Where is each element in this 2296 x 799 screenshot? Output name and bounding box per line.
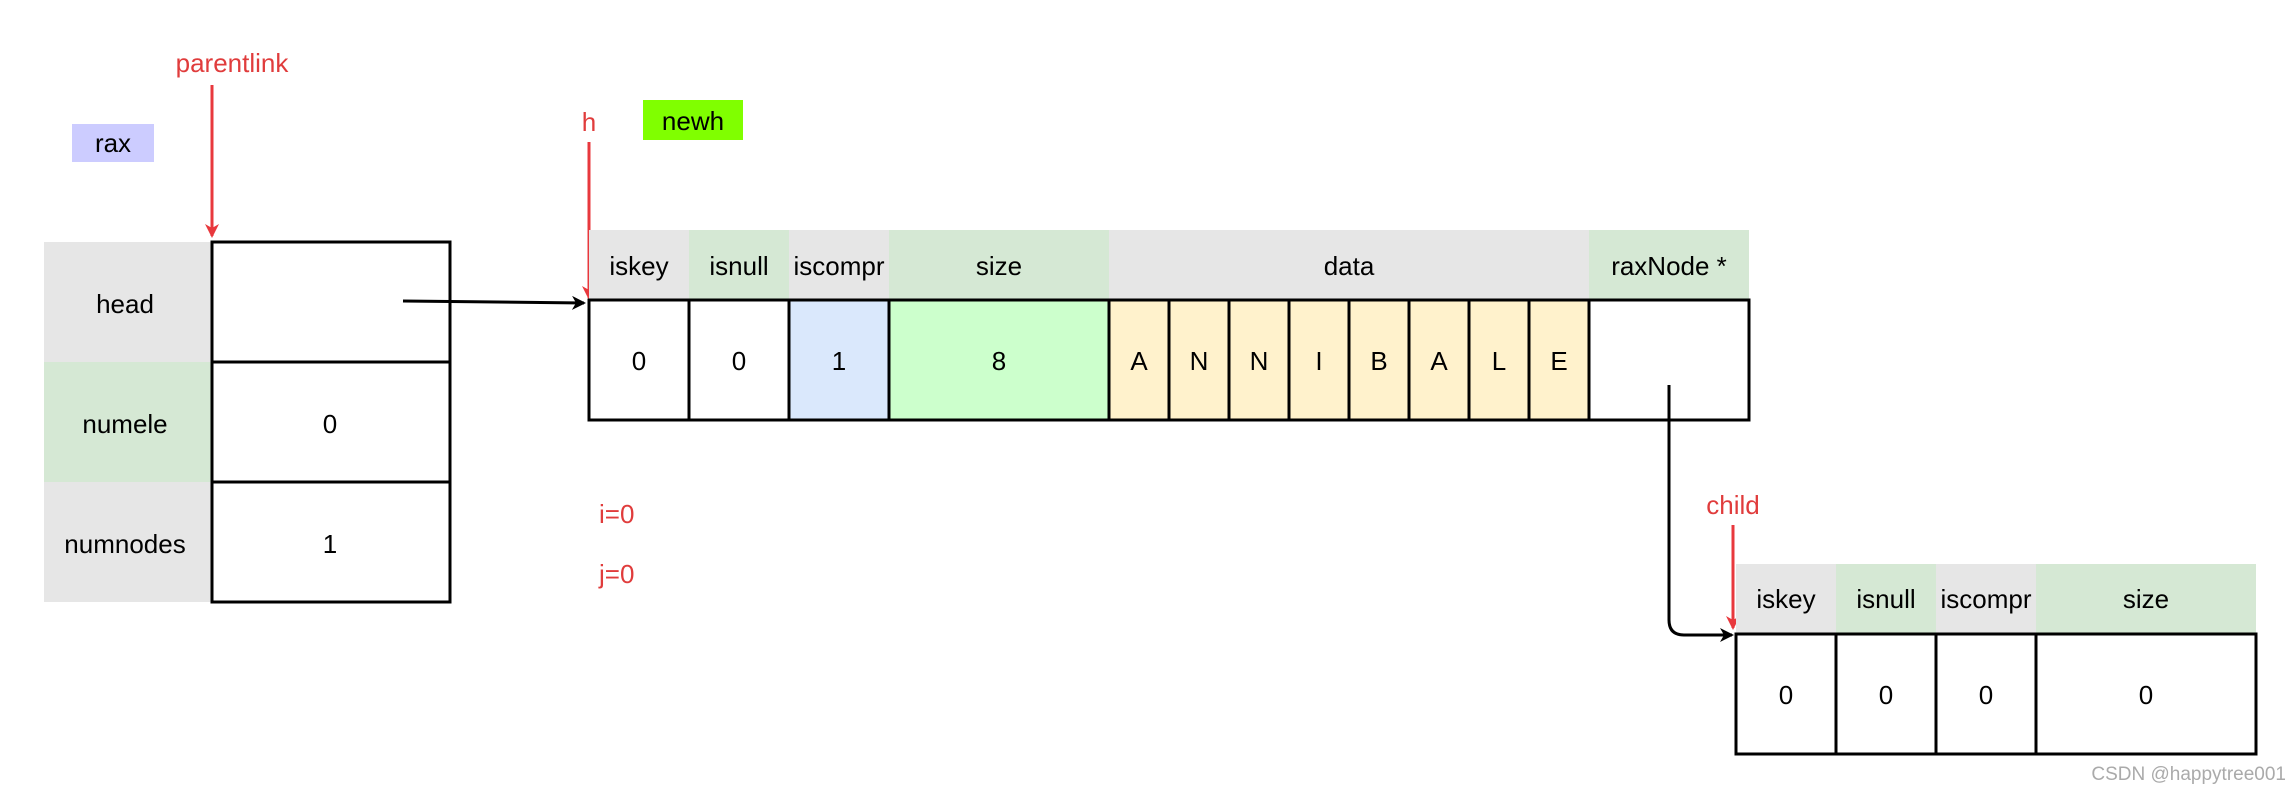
node-child-iscompr-value: 0 bbox=[1979, 680, 1993, 710]
rax-field-head-label: head bbox=[96, 289, 154, 319]
node-h-isnull-cell bbox=[687, 298, 791, 422]
node-h-header-iskey: iskey bbox=[609, 251, 668, 281]
rax-tag-bg bbox=[72, 124, 154, 162]
node-h-iskey-value: 0 bbox=[632, 346, 646, 376]
node-child-header-size: size bbox=[2123, 584, 2169, 614]
node-h-data-char-5: A bbox=[1430, 346, 1448, 376]
rax-struct: head numele numnodes 0 1 bbox=[44, 240, 452, 604]
node-child-size-value: 0 bbox=[2139, 680, 2153, 710]
node-h-iscompr-value: 1 bbox=[832, 346, 846, 376]
rax-field-numnodes-value: 1 bbox=[323, 529, 337, 559]
node-h-header-iscompr: iscompr bbox=[793, 251, 884, 281]
node-h-header-isnull: isnull bbox=[709, 251, 768, 281]
rax-field-numnodes-label: numnodes bbox=[64, 529, 185, 559]
j-label: j=0 bbox=[598, 559, 634, 589]
node-child-iscompr-cell bbox=[1934, 632, 2038, 756]
node-h-isnull-value: 0 bbox=[732, 346, 746, 376]
node-h-header-data: data bbox=[1324, 251, 1375, 281]
node-child: iskey isnull iscompr size 0 0 0 0 bbox=[1734, 564, 2258, 756]
node-h-size-cell bbox=[887, 298, 1111, 422]
node-h-size-value: 8 bbox=[992, 346, 1006, 376]
node-h-iskey-cell bbox=[587, 298, 691, 422]
node-h-ptr-cell bbox=[1587, 298, 1751, 422]
node-h-data-char-1: N bbox=[1190, 346, 1209, 376]
node-child-iskey-value: 0 bbox=[1779, 680, 1793, 710]
node-child-header-iscompr: iscompr bbox=[1940, 584, 2031, 614]
node-h-data-char-4: B bbox=[1370, 346, 1387, 376]
node-h-data-cell-2 bbox=[1227, 298, 1291, 422]
head-pointer-arrow bbox=[402, 295, 586, 310]
node-h-data-char-7: E bbox=[1550, 346, 1567, 376]
newh-tag-bg bbox=[643, 100, 743, 140]
node-child-header-isnull: isnull bbox=[1856, 584, 1915, 614]
child-pointer-arrow bbox=[1667, 385, 1734, 642]
node-h-header-ptr: raxNode * bbox=[1611, 251, 1727, 281]
node-h-header-size: size bbox=[976, 251, 1022, 281]
node-h-data-cell-4 bbox=[1347, 298, 1411, 422]
rax-numnodes-cell bbox=[210, 480, 452, 604]
h-label: h bbox=[582, 107, 596, 137]
node-h-data-char-2: N bbox=[1250, 346, 1269, 376]
newh-tag-label: newh bbox=[662, 106, 724, 136]
rax-tag-label: rax bbox=[95, 128, 131, 158]
rax-numele-cell bbox=[210, 360, 452, 484]
rax-field-numele-value: 0 bbox=[323, 409, 337, 439]
watermark: CSDN @happytree001 bbox=[2091, 764, 2286, 785]
node-child-iskey-cell bbox=[1734, 632, 1838, 756]
node-h-data-char-3: I bbox=[1315, 346, 1322, 376]
node-child-isnull-cell bbox=[1834, 632, 1938, 756]
node-h: iskey isnull iscompr size data raxNode *… bbox=[587, 230, 1751, 422]
node-child-header-iskey: iskey bbox=[1756, 584, 1815, 614]
node-h-data-cell-3 bbox=[1287, 298, 1351, 422]
child-label: child bbox=[1706, 490, 1759, 520]
node-child-isnull-value: 0 bbox=[1879, 680, 1893, 710]
node-h-data-char-0: A bbox=[1130, 346, 1148, 376]
node-h-data-char-6: L bbox=[1492, 346, 1506, 376]
rax-field-numele-label: numele bbox=[82, 409, 167, 439]
parentlink-label: parentlink bbox=[176, 48, 290, 78]
node-child-size-cell bbox=[2034, 632, 2258, 756]
i-label: i=0 bbox=[599, 499, 634, 529]
